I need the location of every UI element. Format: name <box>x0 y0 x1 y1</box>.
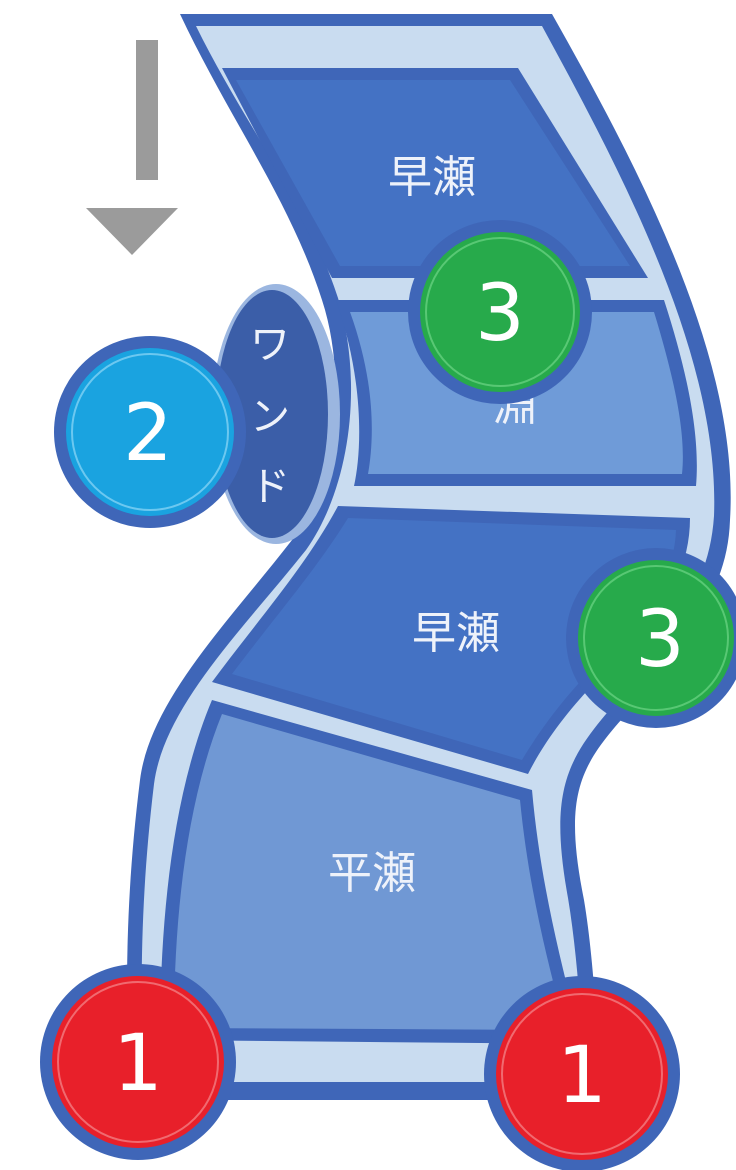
wand-label-char-2: ン <box>250 394 290 440</box>
zone-label-middle-riffle: 早瀬 <box>412 608 500 659</box>
marker-2-number: 2 <box>123 389 173 479</box>
marker-1-right: 1 <box>484 976 680 1170</box>
marker-1-left-number: 1 <box>113 1019 163 1109</box>
zone-run: 平瀬 <box>160 700 582 1044</box>
zone-label-upper-riffle: 早瀬 <box>388 152 476 203</box>
flow-direction-arrow <box>86 40 178 255</box>
zone-middle-riffle: 早瀬 <box>212 506 690 774</box>
wand-label-char-3: ド <box>250 464 290 510</box>
marker-2: 2 <box>54 336 246 528</box>
marker-1-right-number: 1 <box>557 1031 607 1121</box>
zone-label-run: 平瀬 <box>328 848 416 899</box>
marker-1-left: 1 <box>40 964 236 1160</box>
marker-3-right: 3 <box>566 548 736 728</box>
marker-3-upper-number: 3 <box>475 269 525 359</box>
wand-backwater: ワ ン ド <box>212 284 340 544</box>
zone-upper-riffle: 早瀬 <box>222 68 648 278</box>
marker-3-right-number: 3 <box>635 595 685 685</box>
marker-3-upper: 3 <box>408 220 592 404</box>
wand-label-char-1: ワ <box>250 322 290 368</box>
